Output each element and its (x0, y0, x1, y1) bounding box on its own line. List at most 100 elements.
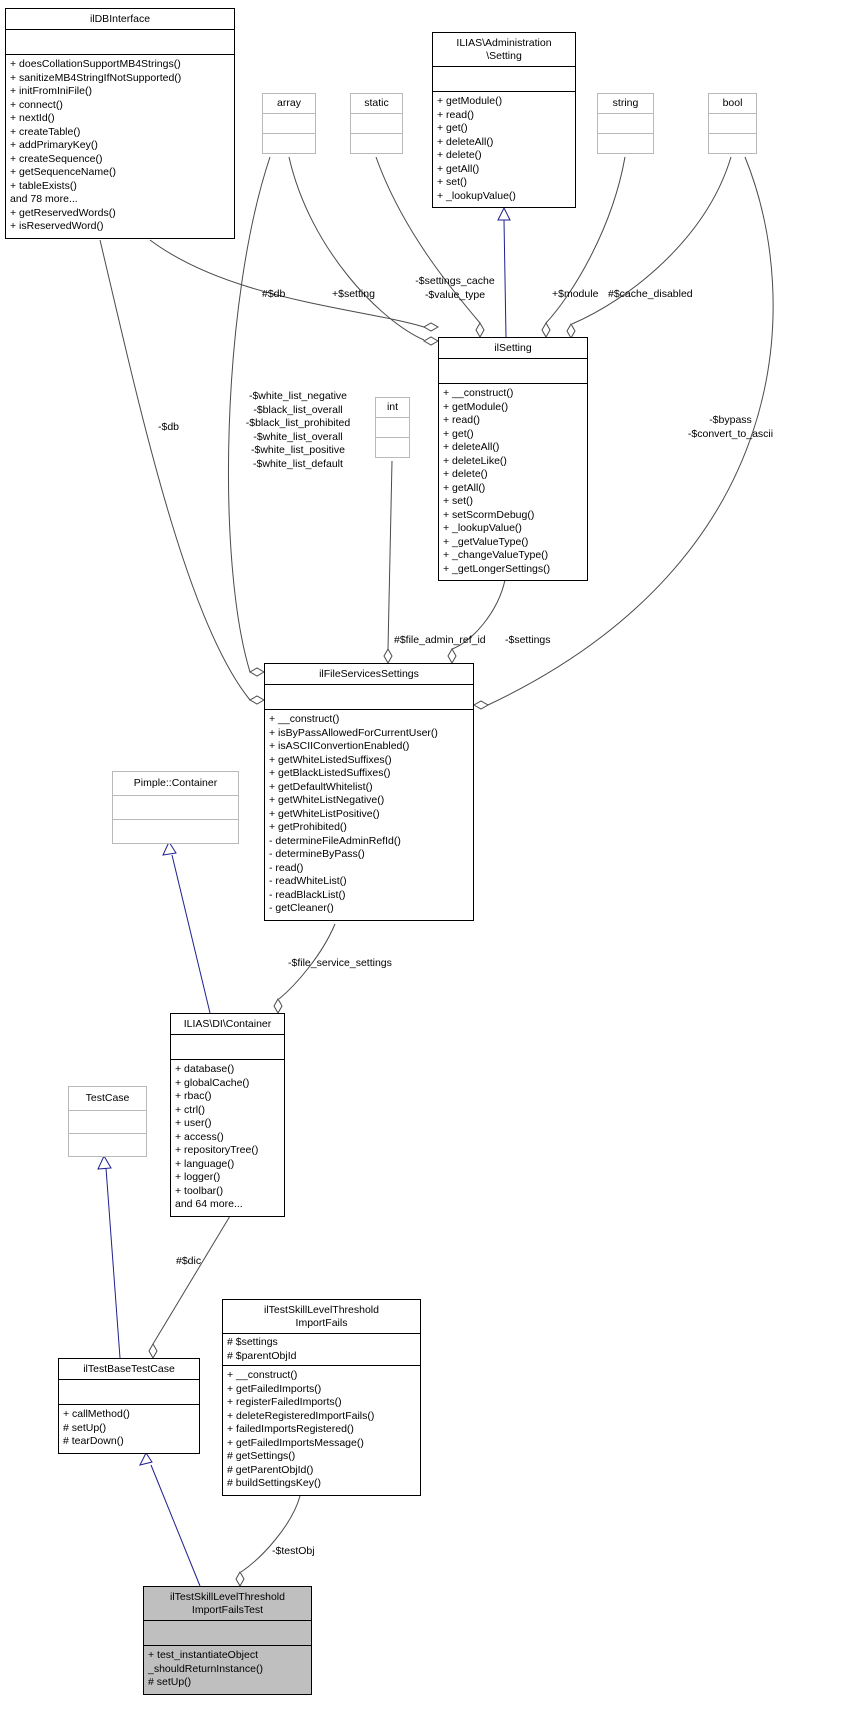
method-label: + getModule() (443, 400, 509, 413)
method-label: + __construct() (269, 713, 340, 725)
class-iltestbasetestcase[interactable]: ilTestBaseTestCase + callMethod()# setUp… (58, 1358, 200, 1454)
type-node-bool[interactable]: bool (708, 93, 757, 154)
method-label: + createSequence() (10, 152, 103, 165)
class-title: ILIAS\Administration\Setting (433, 33, 575, 67)
methods-compartment (351, 134, 402, 153)
edge-label-cache-disabled: #$cache_disabled (608, 288, 693, 300)
type-node-string[interactable]: string (597, 93, 654, 154)
attributes-compartment (376, 418, 409, 438)
method-label: _shouldReturnInstance() (148, 1662, 263, 1675)
method-label: - readBlackList() (269, 888, 346, 901)
class-title-line: ILIAS\Administration (456, 37, 552, 49)
aggregation-diamond (472, 700, 490, 710)
attributes-compartment (433, 67, 575, 92)
attributes-compartment (113, 796, 238, 820)
type-node-static[interactable]: static (350, 93, 403, 154)
method-label: + isByPassAllowedForCurrentUser() (269, 726, 438, 739)
inheritance-arrow (162, 840, 177, 856)
edge-label-line: -$white_list_default (253, 457, 343, 470)
aggregation-diamond (273, 997, 283, 1015)
method-label: + callMethod() (63, 1408, 130, 1420)
class-ilias-di-container[interactable]: ILIAS\DI\Container + database()+ globalC… (170, 1013, 285, 1217)
edge-label-module: +$module (552, 288, 599, 300)
attributes-compartment: # $settings# $parentObjId (223, 1334, 420, 1366)
class-title: ilDBInterface (6, 9, 234, 30)
class-title: array (263, 94, 315, 114)
aggregation-diamond (422, 322, 440, 332)
class-ildbinterface[interactable]: ilDBInterface + doesCollationSupportMB4S… (5, 8, 235, 239)
methods-compartment: + getModule()+ read()+ get()+ deleteAll(… (433, 92, 575, 207)
type-node-int[interactable]: int (375, 397, 410, 458)
method-label: + read() (437, 108, 475, 121)
edge-fileservices-to-container (278, 923, 336, 1000)
edge-array-to-fileservices (228, 156, 271, 673)
method-label: and 78 more... (10, 193, 78, 205)
edge-array-to-ilsetting (288, 156, 425, 341)
method-label: and 64 more... (175, 1198, 243, 1210)
method-label: + delete() (437, 149, 482, 161)
class-pimple-container[interactable]: Pimple::Container (112, 771, 239, 844)
methods-compartment (376, 438, 409, 457)
edge-label-bypass-convert: -$bypass-$convert_to_ascii (668, 414, 793, 441)
class-title: bool (709, 94, 756, 114)
class-title-line: ilTestSkillLevelThreshold (264, 1304, 379, 1316)
class-title: static (351, 94, 402, 114)
method-label: + toolbar() (175, 1184, 224, 1197)
aggregation-diamond (235, 1570, 245, 1588)
attributes-compartment (709, 114, 756, 134)
attributes-compartment (439, 359, 587, 384)
method-label: + _getLongerSettings() (443, 562, 551, 575)
method-label: + _lookupValue() (437, 189, 516, 202)
method-label: + getAll() (437, 162, 480, 175)
method-label: + getAll() (443, 481, 486, 494)
method-label: # setUp() (148, 1676, 192, 1688)
method-label: + getBlackListedSuffixes() (269, 767, 391, 779)
class-testcase[interactable]: TestCase (68, 1086, 147, 1157)
edge-label-white-black-lists: -$white_list_negative-$black_list_overal… (228, 390, 368, 471)
attributes-compartment (171, 1035, 284, 1060)
class-ilsetting[interactable]: ilSetting + __construct()+ getModule()+ … (438, 337, 588, 581)
method-label: + failedImportsRegistered() (227, 1423, 354, 1435)
method-label: + getSequenceName() (10, 166, 116, 178)
edge-label-line: -$black_list_overall (253, 403, 343, 416)
class-ilias-administration-setting[interactable]: ILIAS\Administration\Setting + getModule… (432, 32, 576, 208)
method-label: # getSettings() (227, 1450, 296, 1462)
type-node-array[interactable]: array (262, 93, 316, 154)
edge-label-db2: -$db (158, 421, 180, 433)
edge-container-to-testbase (152, 1215, 231, 1345)
edge-label-settings-cache-value-type: -$settings_cache-$value_type (405, 275, 505, 302)
method-label: + read() (443, 414, 481, 426)
edge-label-line: -$value_type (424, 288, 486, 301)
method-label: + isReservedWord() (10, 220, 104, 232)
method-label: + getFailedImports() (227, 1382, 322, 1395)
inheritance-arrow (97, 1154, 112, 1170)
edge-label-line: -$white_list_positive (251, 444, 345, 456)
edge-dicontainer-inherits-pimple (171, 854, 211, 1014)
method-label: + isASCIIConvertionEnabled() (269, 740, 410, 752)
attributes-compartment (69, 1111, 146, 1134)
edge-label-db: #$db (262, 288, 286, 300)
method-label: + getReservedWords() (10, 206, 116, 219)
method-label: - getCleaner() (269, 902, 334, 914)
methods-compartment (263, 134, 315, 153)
method-label: + database() (175, 1063, 235, 1075)
methods-compartment: + __construct()+ getModule()+ read()+ ge… (439, 384, 587, 580)
method-label: + get() (437, 122, 468, 134)
method-label: + doesCollationSupportMB4Strings() (10, 58, 181, 70)
edge-label-settings2: -$settings (505, 634, 551, 646)
edge-bool-to-fileservices (487, 156, 774, 706)
method-label: + __construct() (227, 1369, 298, 1381)
class-title: TestCase (69, 1087, 146, 1111)
attributes-compartment (6, 30, 234, 55)
methods-compartment: + __construct()+ isByPassAllowedForCurre… (265, 710, 473, 920)
edge-failstest-inherits-testbase (150, 1464, 201, 1587)
edge-ilsetting-inherits-adminsetting (503, 219, 507, 338)
class-ilfileservicessettings[interactable]: ilFileServicesSettings + __construct()+ … (264, 663, 474, 921)
method-label: - determineByPass() (269, 848, 365, 860)
class-title-line: \Setting (486, 50, 522, 62)
method-label: + get() (443, 427, 474, 440)
